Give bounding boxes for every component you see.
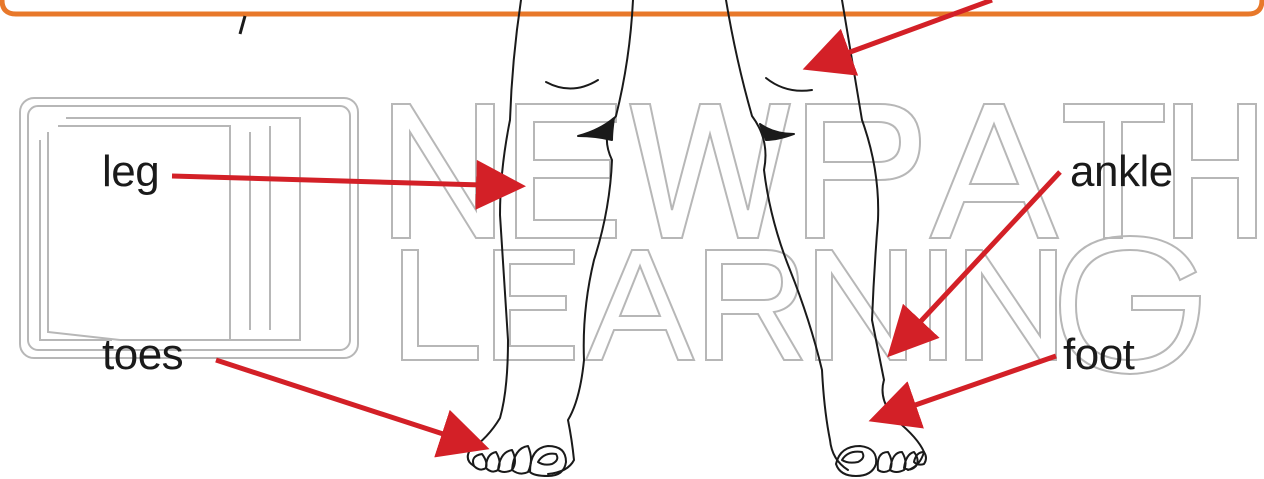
right-knee-crease bbox=[766, 78, 812, 91]
label-ankle: ankle bbox=[1070, 150, 1173, 194]
left-toes-outline bbox=[473, 446, 566, 476]
arrow-leg bbox=[172, 176, 516, 186]
watermark-book-logo bbox=[20, 98, 358, 358]
label-foot: foot bbox=[1063, 333, 1134, 377]
banner-text-fragment bbox=[240, 16, 245, 34]
right-leg-outer-edge bbox=[842, 0, 924, 470]
arrow-foot bbox=[878, 356, 1056, 418]
right-toes-outline bbox=[836, 446, 926, 476]
right-knee-shadow bbox=[760, 124, 794, 140]
arrow-ankle bbox=[894, 172, 1060, 350]
arrow-toes bbox=[216, 360, 480, 446]
left-knee-crease bbox=[546, 80, 598, 89]
right-leg-inner-edge bbox=[726, 0, 848, 470]
arrow-banner-to-knee bbox=[812, 0, 992, 66]
label-toes: toes bbox=[102, 333, 183, 377]
label-leg: leg bbox=[102, 150, 159, 194]
